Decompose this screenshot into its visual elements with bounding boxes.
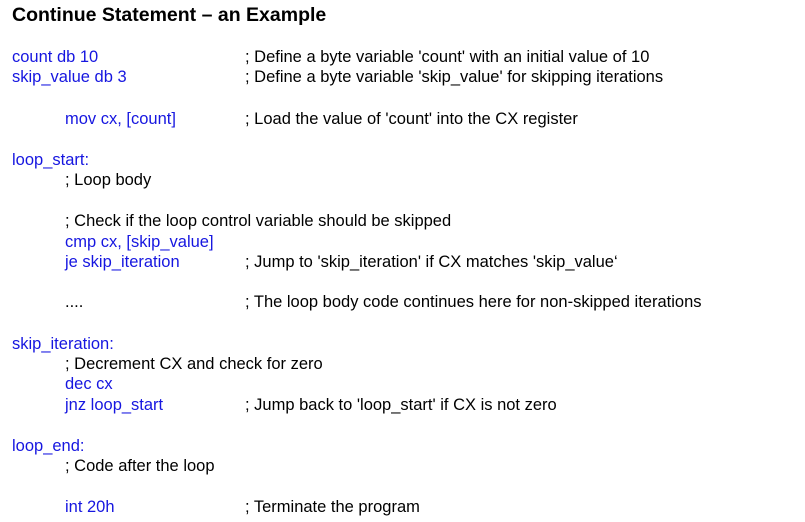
- comment-mov-instruction: ; Load the value of 'count' into the CX …: [245, 110, 578, 128]
- comment-after-loop: ; Code after the loop: [65, 457, 215, 475]
- comment-int-instruction: ; Terminate the program: [245, 498, 420, 516]
- slide-title: Continue Statement – an Example: [12, 4, 327, 26]
- label-skip-iteration: skip_iteration:: [12, 335, 114, 353]
- comment-loop-body-continues: ; The loop body code continues here for …: [245, 293, 702, 311]
- code-jnz-instruction: jnz loop_start: [65, 396, 164, 414]
- ellipsis-placeholder: ....: [65, 293, 84, 311]
- comment-check-skip: ; Check if the loop control variable sho…: [65, 212, 452, 230]
- code-je-instruction: je skip_iteration: [65, 253, 180, 271]
- label-loop-start: loop_start:: [12, 151, 90, 169]
- comment-je-instruction: ; Jump to 'skip_iteration' if CX matches…: [245, 253, 618, 271]
- code-mov-instruction: mov cx, [count]: [65, 110, 176, 128]
- comment-loop-body: ; Loop body: [65, 171, 152, 189]
- code-skip-value-declaration: skip_value db 3: [12, 68, 127, 86]
- comment-decrement: ; Decrement CX and check for zero: [65, 355, 323, 373]
- comment-jnz-instruction: ; Jump back to 'loop_start' if CX is not…: [245, 396, 557, 414]
- code-int-instruction: int 20h: [65, 498, 115, 516]
- code-cmp-instruction: cmp cx, [skip_value]: [65, 233, 214, 251]
- code-count-declaration: count db 10: [12, 48, 99, 66]
- code-dec-instruction: dec cx: [65, 375, 113, 393]
- comment-skip-value-declaration: ; Define a byte variable 'skip_value' fo…: [245, 68, 664, 86]
- comment-count-declaration: ; Define a byte variable 'count' with an…: [245, 48, 650, 66]
- label-loop-end: loop_end:: [12, 437, 85, 455]
